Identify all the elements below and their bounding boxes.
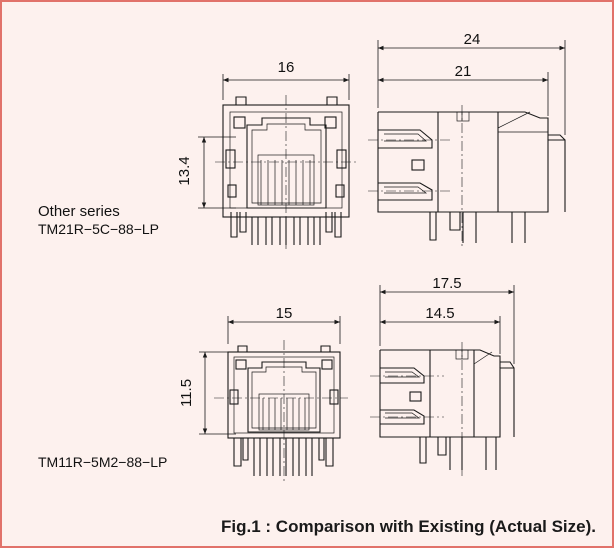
top-side-view bbox=[368, 105, 566, 248]
bottom-side-body-dimension bbox=[380, 316, 501, 354]
bottom-side-total-label: 17.5 bbox=[432, 275, 461, 292]
bottom-front-width-label: 15 bbox=[276, 305, 293, 322]
top-side-total-dimension bbox=[377, 40, 566, 135]
top-front-height-label: 13.4 bbox=[176, 156, 193, 185]
series-label: Other series bbox=[38, 203, 120, 220]
bottom-side-total-dimension bbox=[379, 285, 515, 364]
top-front-width-label: 16 bbox=[278, 59, 295, 76]
figure-caption: Fig.1 : Comparison with Existing (Actual… bbox=[221, 517, 596, 536]
bottom-front-height-label: 11.5 bbox=[178, 379, 195, 407]
bottom-front-height-dimension bbox=[199, 351, 236, 435]
top-front-height-dimension bbox=[198, 136, 236, 209]
top-front-width-dimension bbox=[222, 74, 350, 100]
top-part-number: TM21R−5C−88−LP bbox=[38, 221, 159, 237]
bottom-front-width-dimension bbox=[227, 316, 341, 344]
top-side-body-label: 21 bbox=[455, 63, 472, 80]
top-side-body-dimension bbox=[378, 72, 549, 116]
bottom-front-view bbox=[214, 340, 348, 482]
bottom-side-body-label: 14.5 bbox=[425, 305, 454, 322]
top-front-view bbox=[215, 95, 358, 250]
bottom-part-number: TM11R−5M2−88−LP bbox=[38, 454, 167, 470]
bottom-side-view bbox=[370, 342, 515, 476]
top-side-total-label: 24 bbox=[464, 31, 481, 48]
